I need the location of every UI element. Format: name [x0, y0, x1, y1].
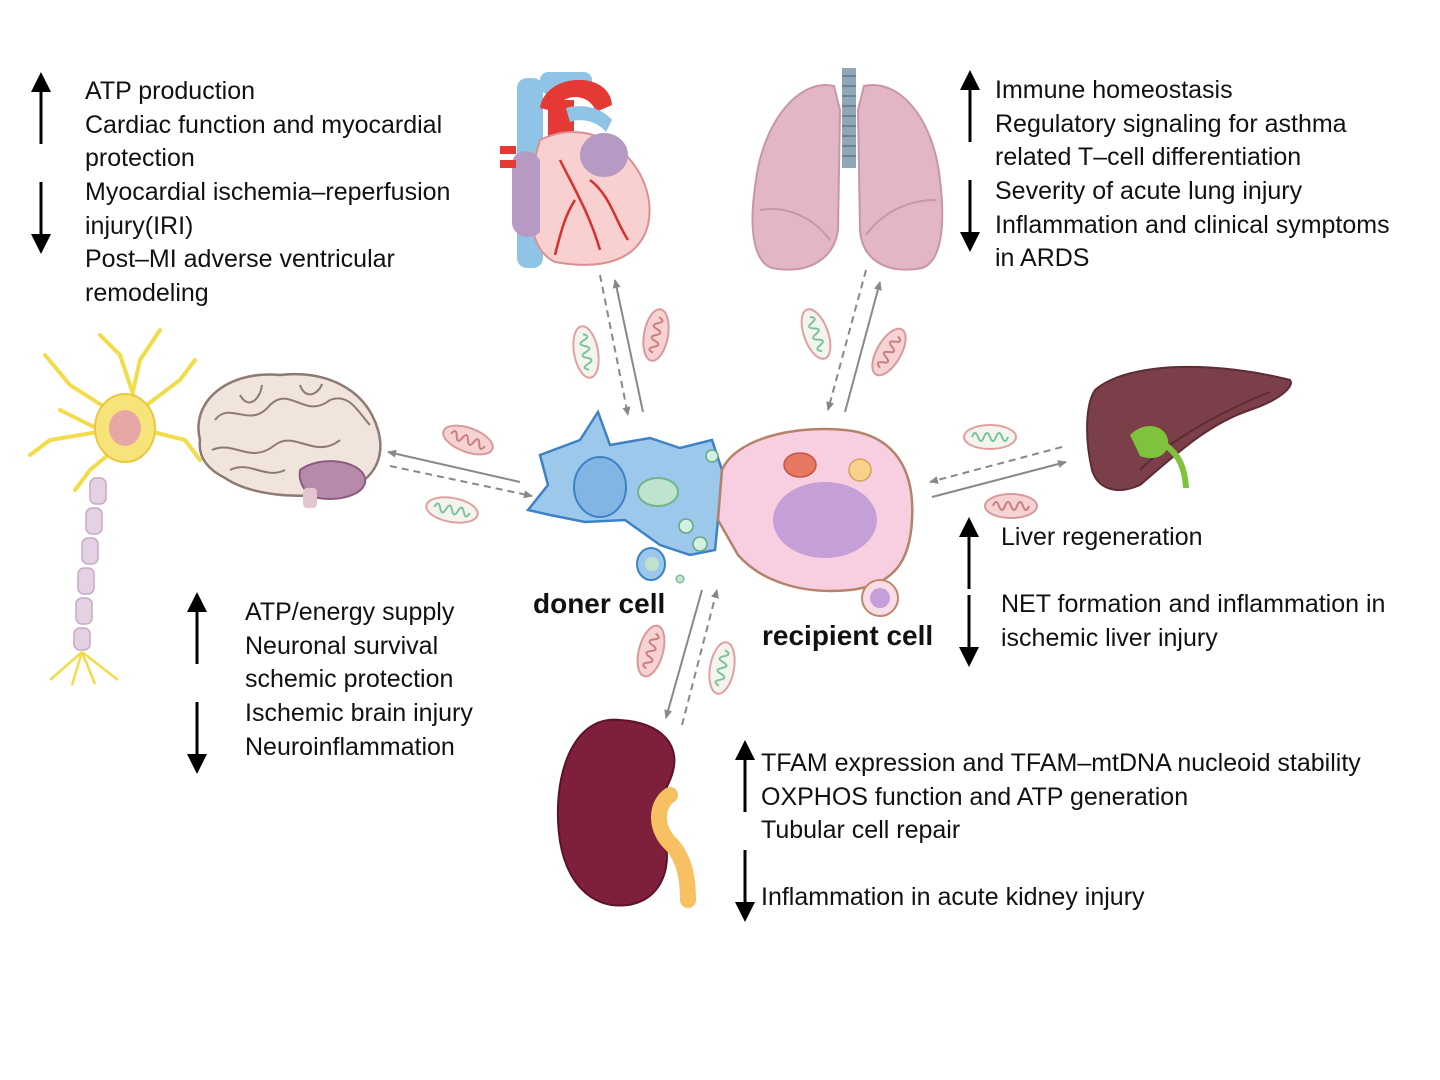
brain-to-cell-arrow: [389, 465, 533, 499]
effect-item: Myocardial ischemia–reperfusion: [85, 178, 451, 206]
heart-up-effects: ATP production Cardiac function and myoc…: [85, 75, 442, 176]
effect-item: remodeling: [85, 278, 209, 307]
heart-up-arrow: [29, 70, 53, 146]
connector-arrows: [387, 269, 1067, 726]
lung-down-effects: Severity of acute lung injury Inflammati…: [995, 175, 1390, 276]
effect-item: ischemic liver injury: [1001, 623, 1218, 652]
effect-item: related T–cell differentiation: [995, 143, 1302, 172]
kidney-down-effects: Inflammation in acute kidney injury: [761, 881, 1145, 915]
recipient-cell-label: recipient cell: [762, 620, 934, 651]
liver-up-arrow: [957, 515, 981, 591]
effect-item: Severity of acute lung injury: [995, 177, 1303, 205]
effect-item: Cardiac function and myocardial: [85, 110, 443, 139]
kidney-up-effects: TFAM expression and TFAM–mtDNA nucleoid …: [761, 747, 1361, 848]
liver-to-cell-arrow: [929, 446, 1063, 484]
effect-item: Ischemic brain injury: [245, 699, 473, 727]
heart-down-arrow: [29, 180, 53, 256]
neuron-icon: [28, 328, 202, 686]
lung-up-effects: Immune homeostasis Regulatory signaling …: [995, 74, 1347, 175]
effect-item: ATP/energy supply: [245, 598, 455, 626]
kidney-down-arrow: [733, 848, 757, 924]
effect-item: protection: [85, 144, 195, 173]
lung-to-cell-arrow: [826, 269, 867, 411]
effect-item: schemic protection: [245, 665, 454, 694]
brain-down-effects: Ischemic brain injury Neuroinflammation: [245, 697, 473, 764]
lung-down-arrow: [958, 178, 982, 254]
effect-item: Liver regeneration: [1001, 523, 1203, 551]
heart-icon: [500, 72, 651, 268]
effect-item: Inflammation in acute kidney injury: [761, 883, 1145, 911]
brain-up-effects: ATP/energy supply Neuronal survival sche…: [245, 596, 454, 697]
cell-to-brain-arrow: [387, 449, 521, 483]
kidney-icon: [556, 718, 696, 908]
cell-to-heart-arrow: [612, 279, 644, 413]
brain-down-arrow: [185, 700, 209, 776]
liver-down-arrow: [957, 593, 981, 669]
lungs-icon: [751, 68, 944, 271]
effect-item: ATP production: [85, 77, 256, 105]
liver-down-effects: NET formation and inflammation in ischem…: [1001, 588, 1385, 655]
heart-to-cell-arrow: [599, 274, 631, 416]
effect-item: injury(IRI): [85, 211, 194, 240]
effect-item: TFAM expression and TFAM–mtDNA nucleoid …: [761, 749, 1361, 777]
cell-to-liver-arrow: [931, 460, 1067, 498]
effect-item: Tubular cell repair: [761, 816, 961, 845]
effect-item: Post–MI adverse ventricular: [85, 245, 395, 274]
donor-cell-label: doner cell: [533, 588, 666, 619]
lung-up-arrow: [958, 68, 982, 144]
cell-to-kidney-arrow: [664, 589, 703, 719]
brain-up-arrow: [185, 590, 209, 666]
effect-item: in ARDS: [995, 244, 1090, 273]
effect-item: Inflammation and clinical symptoms: [995, 210, 1390, 239]
cell-to-lung-arrow: [844, 281, 882, 413]
heart-down-effects: Myocardial ischemia–reperfusion injury(I…: [85, 176, 450, 310]
effect-item: OXPHOS function and ATP generation: [761, 782, 1189, 811]
recipient-cell: [716, 427, 914, 617]
effect-item: NET formation and inflammation in: [1001, 590, 1386, 618]
liver-icon: [1086, 365, 1292, 491]
effect-item: Neuroinflammation: [245, 732, 455, 761]
effect-item: Regulatory signaling for asthma: [995, 109, 1347, 138]
donor-cell: [525, 409, 724, 584]
effect-item: Neuronal survival: [245, 631, 439, 660]
kidney-up-arrow: [733, 738, 757, 814]
liver-up-effects: Liver regeneration: [1001, 521, 1203, 555]
brain-icon: [197, 372, 382, 508]
effect-item: Immune homeostasis: [995, 76, 1233, 104]
